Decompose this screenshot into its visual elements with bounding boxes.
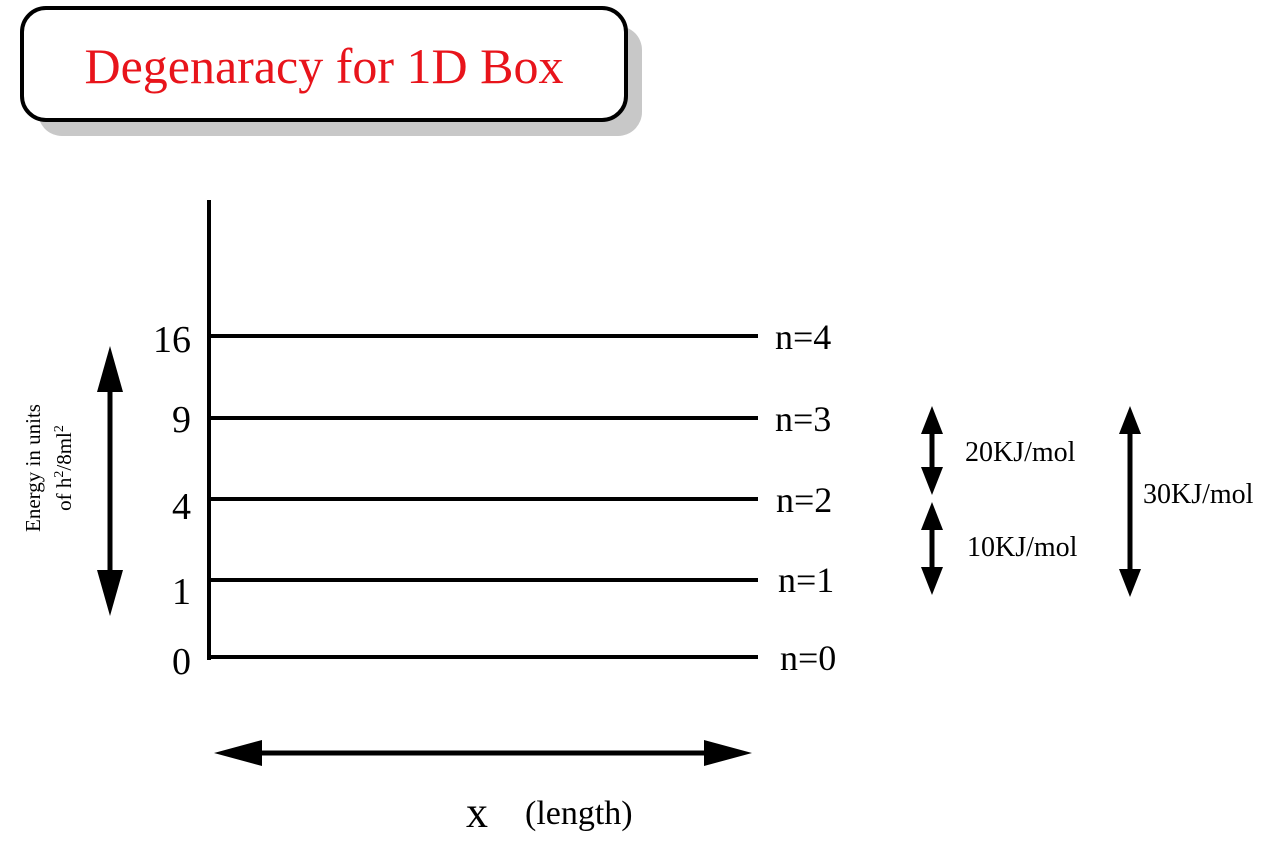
arrowhead-left <box>214 740 262 766</box>
energy-tick-1: 1 <box>172 571 191 613</box>
level-label-n0: n=0 <box>780 638 836 678</box>
gap-label-lower: 10KJ/mol <box>967 532 1078 563</box>
gap-arrow-upper <box>921 406 943 495</box>
arrowhead-right <box>704 740 752 766</box>
level-labels: n=0 n=1 n=2 n=3 n=4 <box>775 317 836 678</box>
energy-levels <box>207 334 758 659</box>
title-box: Degenaracy for 1D Box <box>20 6 642 136</box>
gap-label-upper: 20KJ/mol <box>965 437 1076 468</box>
energy-tick-0: 0 <box>172 641 191 683</box>
level-label-n4: n=4 <box>775 317 831 357</box>
y-axis-label: Energy in units of h2/8ml2 <box>21 404 76 532</box>
title-box-frame <box>20 6 628 122</box>
gap-arrow-lower <box>921 502 943 595</box>
level-label-n2: n=2 <box>776 480 832 520</box>
energy-tick-4: 4 <box>172 486 191 528</box>
x-axis-arrow <box>214 740 752 766</box>
x-axis-label: (length) <box>525 795 633 832</box>
x-axis-symbol: x <box>466 788 488 837</box>
diagram-title: Degenaracy for 1D Box <box>85 38 564 94</box>
arrowhead-up <box>97 346 123 392</box>
energy-tick-9: 9 <box>172 399 191 441</box>
level-label-n1: n=1 <box>778 560 834 600</box>
gap-arrow-total <box>1119 406 1141 597</box>
y-axis-label-line1: Energy in units <box>21 404 45 532</box>
arrowhead-down <box>97 570 123 616</box>
gap-label-total: 30KJ/mol <box>1143 479 1254 510</box>
energy-ticks: 0 1 4 9 16 <box>153 319 191 683</box>
energy-tick-16: 16 <box>153 319 191 361</box>
y-axis-label-line2: of h2/8ml2 <box>52 425 76 511</box>
energy-axis-arrow <box>97 346 123 616</box>
level-label-n3: n=3 <box>775 399 831 439</box>
